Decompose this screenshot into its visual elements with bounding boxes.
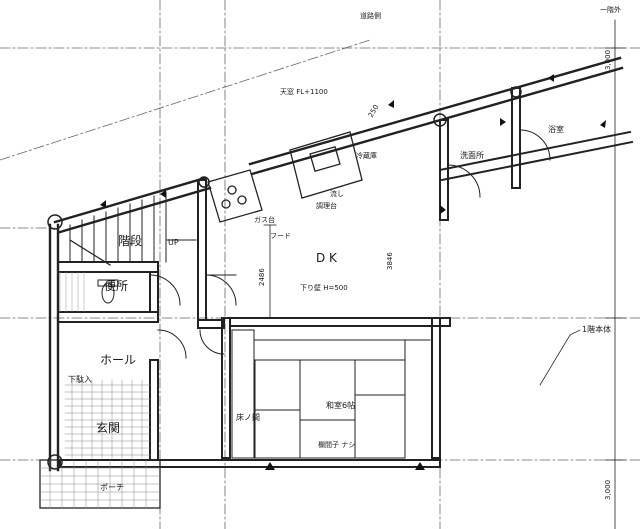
outer-wall-diagonal (53, 56, 624, 234)
columns (47, 86, 522, 470)
gas-stove-label: ガス台 (254, 215, 275, 224)
counter-label: 調理台 (316, 201, 337, 210)
markers (100, 74, 606, 470)
washroom-label: 洗面所 (460, 150, 484, 160)
kitchen-counter (207, 131, 363, 223)
hood-label: フード (270, 232, 291, 240)
tokonoma-label: 床ノ間 (236, 412, 260, 422)
dk-vertical-dimension: 2486 (258, 268, 266, 286)
washitsu-label: 和室6帖 (326, 400, 355, 410)
bathroom-label: 浴室 (548, 124, 564, 134)
right-dimension (539, 19, 626, 529)
toilet-fixture (97, 274, 181, 306)
diag-dimension: 250 (367, 103, 381, 119)
labels: 階段 UP 便所 ホール 下駄入 玄関 ポーチ D K 洗面所 浴室 床ノ間 和… (68, 5, 621, 500)
right-top-dimension: 3,000 (604, 50, 612, 70)
hall-label: ホール (100, 353, 136, 367)
left-wall (48, 223, 60, 472)
stair-treads (69, 191, 197, 266)
toilet-label: 便所 (104, 279, 128, 293)
entrance-label: 玄関 (96, 420, 120, 435)
porch-hatch (39, 459, 161, 509)
dk-dimension (263, 224, 277, 319)
entrance-hatch (64, 379, 151, 459)
tatami-mats (231, 329, 431, 459)
sink-label: 流し (330, 189, 344, 198)
ranma-label: 欄間子 ナシ (318, 440, 355, 449)
dk-right-dimension: 3846 (386, 252, 394, 270)
wall-height-label: 下り壁 H=500 (300, 283, 348, 292)
toilet-hatch (59, 271, 85, 313)
stairs-label: 階段 (118, 233, 142, 248)
first-floor-label: 1階本体 (582, 324, 611, 334)
door-swings (157, 129, 551, 359)
dk-label: D K (316, 251, 338, 265)
top-right-label: 一階外 (600, 5, 621, 14)
fridge-label: 冷蔵庫 (356, 151, 377, 160)
storage-label: 下駄入 (68, 374, 92, 384)
porch-label: ポーチ (100, 483, 124, 492)
right-bottom-dimension: 3,000 (604, 480, 612, 500)
bath-wall-diagonal (438, 130, 634, 182)
window-note: 天窓 FL+1100 (280, 87, 328, 96)
stairs-up-label: UP (168, 238, 179, 247)
interior-walls (57, 87, 521, 468)
top-note-label: 道路側 (360, 11, 381, 20)
